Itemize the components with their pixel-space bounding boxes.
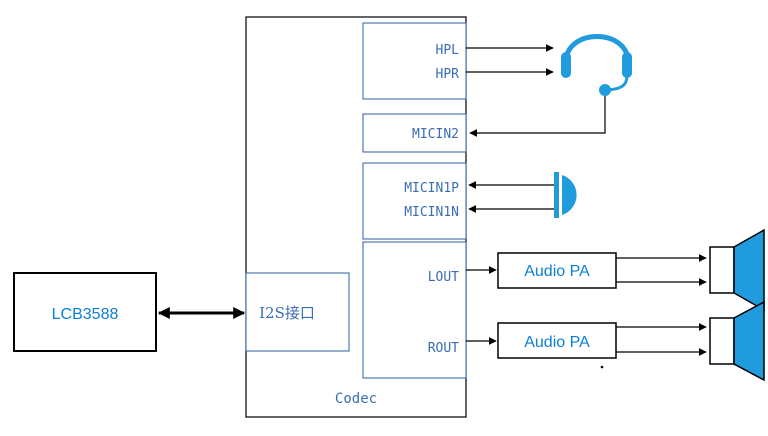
micin1-pin-box	[362, 162, 467, 240]
pin-micin1p: MICIN1P	[404, 181, 459, 196]
audio-pa-box-1	[497, 252, 617, 289]
codec-label: Codec	[335, 391, 377, 407]
i2s-box	[245, 272, 350, 352]
audio-pa-label-1: Audio PA	[524, 263, 590, 280]
out-pin-box	[362, 241, 467, 379]
speaker-icon	[709, 228, 765, 312]
headset-icon	[561, 34, 632, 96]
micin2-wire	[469, 96, 606, 137]
dot-mark	[600, 365, 604, 369]
pin-micin2: MICIN2	[412, 127, 459, 142]
pin-hpr: HPR	[436, 67, 460, 82]
micin2-pin-box	[362, 113, 467, 153]
audio-pa-box-2	[497, 322, 617, 359]
i2s-label: I2S接口	[259, 304, 315, 322]
pin-rout: ROUT	[428, 341, 459, 356]
soc-box	[13, 272, 157, 352]
soc-label: LCB3588	[52, 306, 119, 323]
hp-pin-box	[362, 22, 467, 100]
pin-hpl: HPL	[436, 43, 460, 58]
microphone-icon	[554, 172, 577, 218]
pin-lout: LOUT	[428, 270, 459, 285]
audio-pa-label-2: Audio PA	[524, 334, 590, 351]
pin-micin1n: MICIN1N	[404, 205, 459, 220]
speaker-icon	[709, 300, 765, 382]
